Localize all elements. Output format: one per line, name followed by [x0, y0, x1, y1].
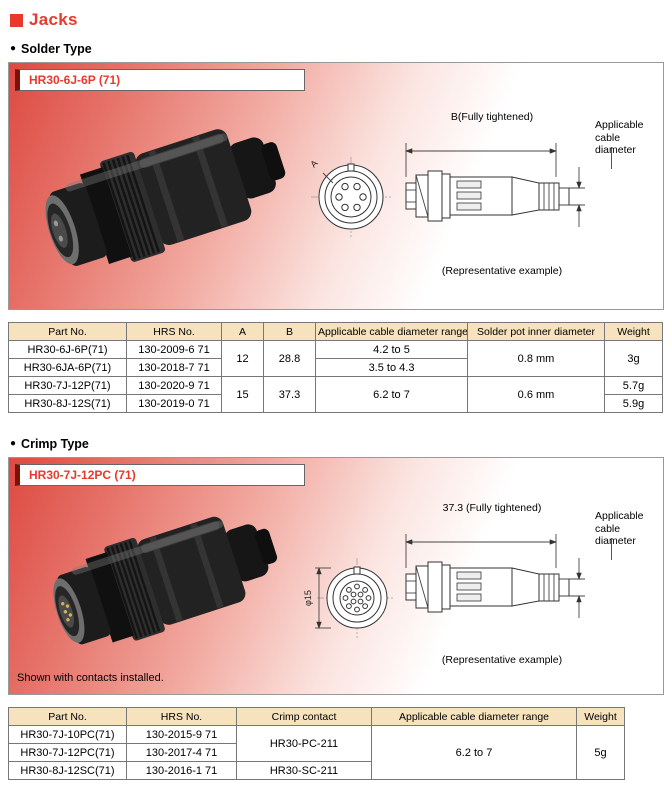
section-heading-solder: ● Solder Type	[10, 42, 664, 56]
connector-outline	[405, 561, 570, 613]
solder-connector-photo	[45, 129, 286, 266]
crimp-table-header-row: Part No. HRS No. Crimp contact Applicabl…	[8, 707, 625, 726]
fully-tightened-dimension-label: 37.3 (Fully tightened)	[442, 502, 542, 514]
cell-cable-range: 4.2 to 5	[315, 340, 468, 359]
section-title-solder: Solder Type	[21, 42, 92, 56]
crimp-model-tag: HR30-7J-12PC (71)	[15, 464, 305, 486]
title-marker-square	[10, 13, 23, 27]
col-header-part-no: Part No.	[8, 322, 127, 341]
solder-side-view-drawing	[405, 143, 585, 227]
connector-body-art	[45, 129, 286, 266]
cell-cable-range: 6.2 to 7	[315, 376, 468, 413]
cell-hrs-no: 130-2018-7 71	[126, 358, 222, 377]
cell-hrs-no: 130-2017-4 71	[126, 743, 237, 762]
cable-diameter-label: Applicable cable diameter	[595, 119, 644, 157]
cell-crimp-contact: HR30-PC-211	[236, 725, 372, 762]
crimp-side-view-drawing	[405, 534, 585, 618]
solder-spec-table: Part No. HRS No. A B Applicable cable di…	[8, 322, 663, 413]
col-header-b: B	[263, 322, 316, 341]
crimp-front-view-drawing: φ15	[303, 558, 395, 638]
table-row: HR30-6J-6P(71) 130-2009-6 71 12 28.8 4.2…	[8, 340, 663, 377]
col-header-a: A	[221, 322, 264, 341]
solder-front-view-drawing: A	[309, 157, 391, 237]
b-dimension-label: B(Fully tightened)	[450, 111, 534, 123]
cell-part-no: HR30-7J-12PC(71)	[8, 743, 127, 762]
cell-crimp-contact: HR30-SC-211	[236, 761, 372, 780]
cell-part-no: HR30-6JA-6P(71)	[8, 358, 127, 377]
cell-part-no: HR30-7J-10PC(71)	[8, 725, 127, 744]
cable-label-leader-line	[611, 147, 612, 169]
col-header-crimp-contact: Crimp contact	[236, 707, 372, 726]
table-row: HR30-8J-12SC(71) 130-2016-1 71 HR30-SC-2…	[8, 761, 625, 780]
cell-solder-pot: 0.6 mm	[467, 376, 605, 413]
cable-label-leader-line	[611, 538, 612, 560]
cell-hrs-no: 130-2016-1 71	[126, 761, 237, 780]
table-row: HR30-6JA-6P(71) 130-2018-7 71 3.5 to 4.3	[8, 358, 663, 377]
col-header-hrs-no: HRS No.	[126, 707, 237, 726]
cell-part-no: HR30-7J-12P(71)	[8, 376, 127, 395]
cell-hrs-no: 130-2020-9 71	[126, 376, 222, 395]
representative-example-label: (Representative example)	[441, 265, 563, 277]
cell-cable-range: 3.5 to 4.3	[315, 358, 468, 377]
solder-model-tag: HR30-6J-6P (71)	[15, 69, 305, 91]
crimp-spec-table: Part No. HRS No. Crimp contact Applicabl…	[8, 707, 625, 780]
a-dimension-label: A	[309, 158, 320, 169]
section-title-crimp: Crimp Type	[21, 437, 89, 451]
col-header-cable-range: Applicable cable diameter range	[371, 707, 577, 726]
page-title: Jacks	[29, 10, 78, 29]
section-heading-crimp: ● Crimp Type	[10, 437, 664, 451]
representative-example-label: (Representative example)	[441, 654, 563, 666]
cell-weight: 5g	[576, 725, 625, 780]
cell-hrs-no: 130-2019-0 71	[126, 394, 222, 413]
col-header-weight: Weight	[604, 322, 663, 341]
table-row: HR30-7J-10PC(71) 130-2015-9 71 HR30-PC-2…	[8, 725, 625, 780]
cell-weight: 5.7g	[604, 376, 663, 395]
col-header-weight: Weight	[576, 707, 625, 726]
cell-dim-a: 15	[221, 376, 264, 413]
contacts-installed-note: Shown with contacts installed.	[17, 672, 164, 684]
page-header: Jacks	[10, 10, 664, 30]
cell-part-no: HR30-8J-12SC(71)	[8, 761, 127, 780]
section-bullet-icon: ●	[10, 42, 17, 54]
cell-dim-b: 28.8	[263, 340, 316, 377]
cell-dim-a: 12	[221, 340, 264, 377]
connector-outline	[405, 170, 570, 222]
cell-hrs-no: 130-2009-6 71	[126, 340, 222, 359]
table-row: HR30-7J-12P(71) 130-2020-9 71 15 37.3 6.…	[8, 376, 663, 413]
col-header-hrs-no: HRS No.	[126, 322, 222, 341]
crimp-connector-photo	[53, 516, 278, 645]
cell-weight: 3g	[604, 340, 663, 377]
cell-part-no: HR30-8J-12S(71)	[8, 394, 127, 413]
crimp-panel: HR30-7J-12PC (71)	[8, 457, 664, 695]
phi15-dimension-label: φ15	[303, 590, 313, 606]
col-header-part-no: Part No.	[8, 707, 127, 726]
connector-body-art	[53, 516, 278, 645]
section-bullet-icon: ●	[10, 437, 17, 449]
cable-diameter-label: Applicable cable diameter	[595, 510, 644, 548]
cell-solder-pot: 0.8 mm	[467, 340, 605, 377]
cell-dim-b: 37.3	[263, 376, 316, 413]
solder-panel: HR30-6J-6P (71)	[8, 62, 664, 310]
solder-table-header-row: Part No. HRS No. A B Applicable cable di…	[8, 322, 663, 341]
cell-weight: 5.9g	[604, 394, 663, 413]
cell-cable-range: 6.2 to 7	[371, 725, 577, 780]
cell-part-no: HR30-6J-6P(71)	[8, 340, 127, 359]
cell-hrs-no: 130-2015-9 71	[126, 725, 237, 744]
col-header-cable-range: Applicable cable diameter range	[315, 322, 468, 341]
col-header-solder-pot: Solder pot inner diameter	[467, 322, 605, 341]
table-row: HR30-8J-12S(71) 130-2019-0 71 5.9g	[8, 394, 663, 413]
